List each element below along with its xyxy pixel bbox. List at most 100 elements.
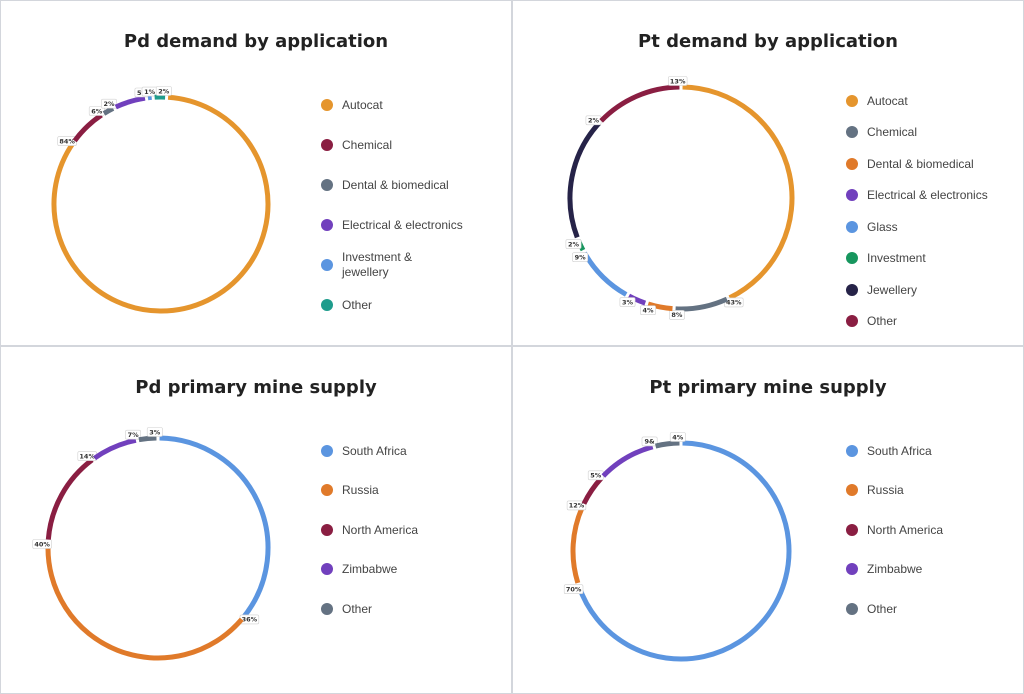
legend-swatch-icon xyxy=(846,94,858,107)
slice-label: 3% xyxy=(146,427,163,437)
slice-label: 9% xyxy=(572,252,588,262)
legend-item-autocat[interactable]: Autocat xyxy=(846,85,1023,117)
slice-label: 2% xyxy=(565,239,582,249)
slice-north-america xyxy=(581,476,604,505)
svg-text:3%: 3% xyxy=(149,428,161,436)
legend-swatch-icon xyxy=(321,523,333,536)
panel-pd-demand: Pd demand by application 84%6%2%5%1%2% A… xyxy=(1,1,513,347)
legend-label: Dental & biomedical xyxy=(342,178,449,192)
slice-south-africa xyxy=(576,440,792,662)
legend-swatch-icon xyxy=(846,220,858,233)
slice-other xyxy=(138,435,157,443)
slice-chemical xyxy=(675,296,728,312)
legend-swatch-icon xyxy=(321,484,333,497)
legend-item-russia[interactable]: Russia xyxy=(846,471,1023,511)
legend-label: Electrical & electronics xyxy=(342,217,463,232)
svg-text:6%: 6% xyxy=(91,107,103,115)
legend-item-other[interactable]: Other xyxy=(846,306,1023,338)
legend-item-russia[interactable]: Russia xyxy=(321,471,501,511)
legend-item-other[interactable]: Other xyxy=(321,285,501,325)
svg-text:84%: 84% xyxy=(59,137,75,145)
legend-item-investment[interactable]: Investment xyxy=(846,243,1023,275)
svg-text:14%: 14% xyxy=(79,452,95,460)
legend-swatch-icon xyxy=(846,283,858,296)
slice-label: 9& xyxy=(641,436,658,447)
legend-label: North America xyxy=(867,522,944,537)
legend-swatch-icon xyxy=(846,157,858,170)
legend-item-investment-and-jewellery[interactable]: Investment & jewellery xyxy=(321,245,501,285)
legend-swatch-icon xyxy=(321,563,333,576)
slice-label: 40% xyxy=(32,539,52,549)
legend-swatch-icon xyxy=(321,219,333,231)
slice-label: 2% xyxy=(585,115,602,126)
legend-item-dental-and-biomedical[interactable]: Dental & biomedical xyxy=(321,165,501,205)
legend-label: Investment & jewellery xyxy=(342,250,413,279)
svg-text:70%: 70% xyxy=(566,586,582,594)
slice-north-america xyxy=(45,457,94,540)
legend-label: South Africa xyxy=(867,443,932,458)
legend-label: Russia xyxy=(867,483,904,498)
legend-item-glass[interactable]: Glass xyxy=(846,211,1023,243)
legend-item-zimbabwe[interactable]: Zimbabwe xyxy=(321,550,501,590)
chart-title: Pt primary mine supply xyxy=(649,377,887,398)
svg-text:3%: 3% xyxy=(622,298,634,306)
legend-item-autocat[interactable]: Autocat xyxy=(321,85,501,125)
legend-item-zimbabwe[interactable]: Zimbabwe xyxy=(846,550,1023,590)
legend-swatch-icon xyxy=(846,563,858,576)
legend-label: Investment xyxy=(867,251,926,266)
legend-label: South Africa xyxy=(342,443,407,458)
slice-south-africa xyxy=(159,435,271,619)
slice-zimbabwe xyxy=(93,437,137,461)
legend-label: Other xyxy=(342,298,373,312)
legend-label: Zimbabwe xyxy=(342,562,398,577)
slice-chemical xyxy=(72,113,103,143)
donut-chart: 43%8%4%3%9%2%2%13% xyxy=(565,76,795,320)
svg-text:13%: 13% xyxy=(670,77,686,85)
legend-label: Jewellery xyxy=(867,282,918,297)
slice-electrical-and-electronics xyxy=(627,293,647,306)
svg-text:8%: 8% xyxy=(671,311,683,319)
legend-item-other[interactable]: Other xyxy=(846,589,1023,629)
slice-label: 3% xyxy=(619,297,636,307)
legend-label: Chemical xyxy=(867,125,918,140)
legend-item-south-africa[interactable]: South Africa xyxy=(321,431,501,471)
legend-swatch-icon xyxy=(846,189,858,202)
slice-dental-and-biomedical xyxy=(647,301,673,312)
chart-title: Pd demand by application xyxy=(123,31,389,52)
legend-item-electrical-and-electronics[interactable]: Electrical & electronics xyxy=(846,180,1023,212)
svg-text:2%: 2% xyxy=(588,117,600,125)
svg-text:9&: 9& xyxy=(644,438,655,446)
legend-item-chemical[interactable]: Chemical xyxy=(846,117,1023,149)
slice-label: 43% xyxy=(724,297,744,308)
legend-item-electrical-and-electronics[interactable]: Electrical & electronics xyxy=(321,205,501,245)
legend-item-other[interactable]: Other xyxy=(321,589,501,629)
legend-label: Autocat xyxy=(342,98,383,112)
legend-swatch-icon xyxy=(321,179,333,191)
legend-swatch-icon xyxy=(321,444,333,457)
panel-pt-supply: Pt primary mine supply 70%12%5%9&4% Sout… xyxy=(513,347,1023,693)
slice-other xyxy=(655,440,680,449)
legend-item-jewellery[interactable]: Jewellery xyxy=(846,274,1023,306)
slice-russia xyxy=(45,542,244,661)
legend-item-south-africa[interactable]: South Africa xyxy=(846,431,1023,471)
slice-glass xyxy=(582,251,628,297)
slice-label: 36% xyxy=(239,614,260,625)
legend-item-dental-and-biomedical[interactable]: Dental & biomedical xyxy=(846,148,1023,180)
svg-text:4%: 4% xyxy=(672,433,684,441)
slice-label: 7% xyxy=(125,429,141,440)
legend-item-north-america[interactable]: North America xyxy=(846,510,1023,550)
slice-label: 8% xyxy=(669,310,685,320)
legend-swatch-icon xyxy=(846,315,858,328)
legend-label: Zimbabwe xyxy=(867,562,923,577)
legend-item-north-america[interactable]: North America xyxy=(321,510,501,550)
panel-pd-supply: Pd primary mine supply 36%40%14%7%3% Sou… xyxy=(1,347,513,693)
svg-text:40%: 40% xyxy=(34,540,50,548)
legend-swatch-icon xyxy=(321,99,333,111)
svg-text:2%: 2% xyxy=(103,100,115,108)
legend-swatch-icon xyxy=(846,484,858,497)
legend-swatch-icon xyxy=(321,602,333,615)
legend-item-chemical[interactable]: Chemical xyxy=(321,125,501,165)
